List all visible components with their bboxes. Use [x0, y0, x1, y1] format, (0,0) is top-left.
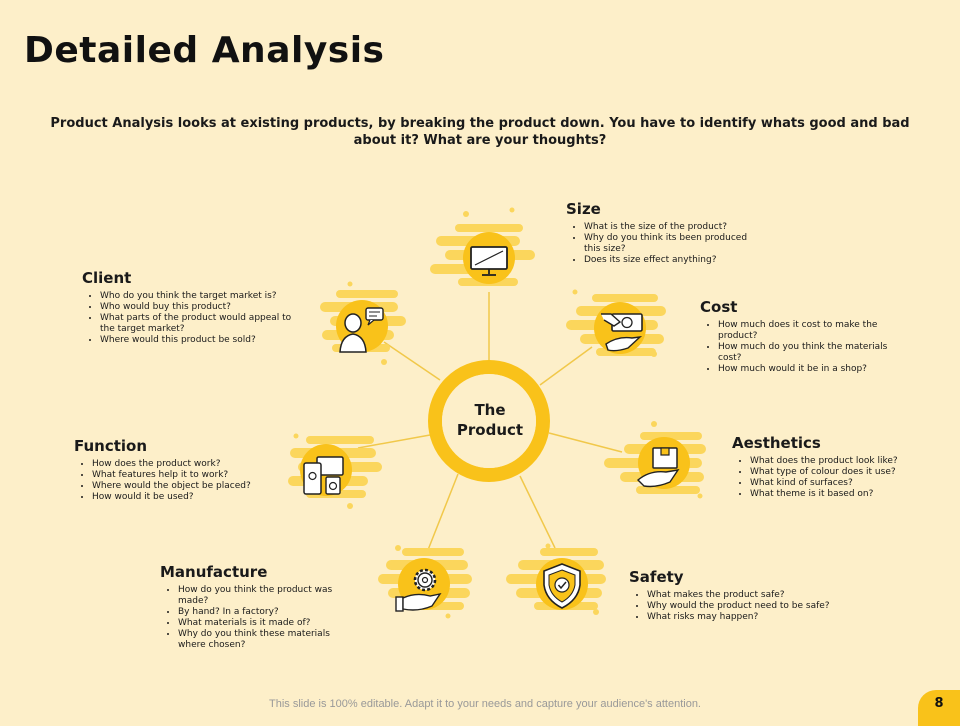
- function-heading: Function: [74, 437, 148, 455]
- shield-check-icon: [506, 543, 606, 615]
- hub-ring: [428, 360, 550, 482]
- size-heading: Size: [566, 200, 601, 218]
- client-item: What parts of the product would appeal t…: [100, 313, 307, 335]
- cost-list: How much does it cost to make the produc…: [700, 320, 900, 375]
- manufacture-item: Why do you think these materials where c…: [178, 629, 350, 651]
- function-item: How does the product work?: [92, 459, 289, 470]
- person-speech-icon: [320, 281, 406, 365]
- function-list: How does the product work? What features…: [74, 459, 289, 503]
- gear-hand-icon: [378, 545, 472, 619]
- safety-item: What risks may happen?: [647, 612, 859, 623]
- aesthetics-item: What kind of surfaces?: [750, 478, 932, 489]
- connector-lines: [357, 292, 623, 556]
- cost-item: How much does it cost to make the produc…: [718, 320, 900, 342]
- aesthetics-heading: Aesthetics: [732, 434, 821, 452]
- aesthetics-item: What does the product look like?: [750, 456, 932, 467]
- manufacture-item: What materials is it made of?: [178, 618, 350, 629]
- safety-section: Safety What makes the product safe? Why …: [629, 568, 859, 623]
- monitor-icon: [430, 207, 535, 286]
- intro-text: Product Analysis looks at existing produ…: [50, 116, 910, 148]
- client-list: Who do you think the target market is? W…: [82, 291, 307, 346]
- manufacture-item: How do you think the product was made?: [178, 585, 350, 607]
- devices-icon: [288, 433, 382, 509]
- footer-note: This slide is 100% editable. Adapt it to…: [269, 698, 701, 710]
- size-item: What is the size of the product?: [584, 222, 756, 233]
- manufacture-section: Manufacture How do you think the product…: [160, 563, 350, 651]
- manufacture-heading: Manufacture: [160, 563, 268, 581]
- function-section: Function How does the product work? What…: [74, 437, 289, 503]
- client-item: Where would this product be sold?: [100, 335, 307, 346]
- client-heading: Client: [82, 269, 132, 287]
- safety-heading: Safety: [629, 568, 684, 586]
- size-item: Does its size effect anything?: [584, 255, 756, 266]
- hub-label-line2: Product: [456, 421, 524, 439]
- client-item: Who would buy this product?: [100, 302, 307, 313]
- size-item: Why do you think its been produced this …: [584, 233, 756, 255]
- box-hand-icon: [604, 421, 706, 499]
- hub-label-line1: The: [474, 401, 506, 419]
- aesthetics-item: What type of colour does it use?: [750, 467, 932, 478]
- hub-label: The Product: [440, 400, 540, 440]
- size-list: What is the size of the product? Why do …: [566, 222, 756, 266]
- page-number: 8: [934, 696, 944, 711]
- manufacture-list: How do you think the product was made? B…: [160, 585, 350, 651]
- money-hand-icon: [566, 289, 666, 357]
- cost-section: Cost How much does it cost to make the p…: [700, 298, 900, 375]
- cost-heading: Cost: [700, 298, 738, 316]
- aesthetics-section: Aesthetics What does the product look li…: [732, 434, 932, 500]
- safety-list: What makes the product safe? Why would t…: [629, 590, 859, 623]
- safety-item: Why would the product need to be safe?: [647, 601, 859, 612]
- manufacture-item: By hand? In a factory?: [178, 607, 350, 618]
- size-section: Size What is the size of the product? Wh…: [566, 200, 756, 266]
- client-item: Who do you think the target market is?: [100, 291, 307, 302]
- client-section: Client Who do you think the target marke…: [82, 269, 307, 346]
- function-item: How would it be used?: [92, 492, 289, 503]
- aesthetics-list: What does the product look like? What ty…: [732, 456, 932, 500]
- function-item: What features help it to work?: [92, 470, 289, 481]
- safety-item: What makes the product safe?: [647, 590, 859, 601]
- function-item: Where would the object be placed?: [92, 481, 289, 492]
- slide-title: Detailed Analysis: [24, 30, 385, 71]
- aesthetics-item: What theme is it based on?: [750, 489, 932, 500]
- cost-item: How much do you think the materials cost…: [718, 342, 900, 364]
- cost-item: How much would it be in a shop?: [718, 364, 900, 375]
